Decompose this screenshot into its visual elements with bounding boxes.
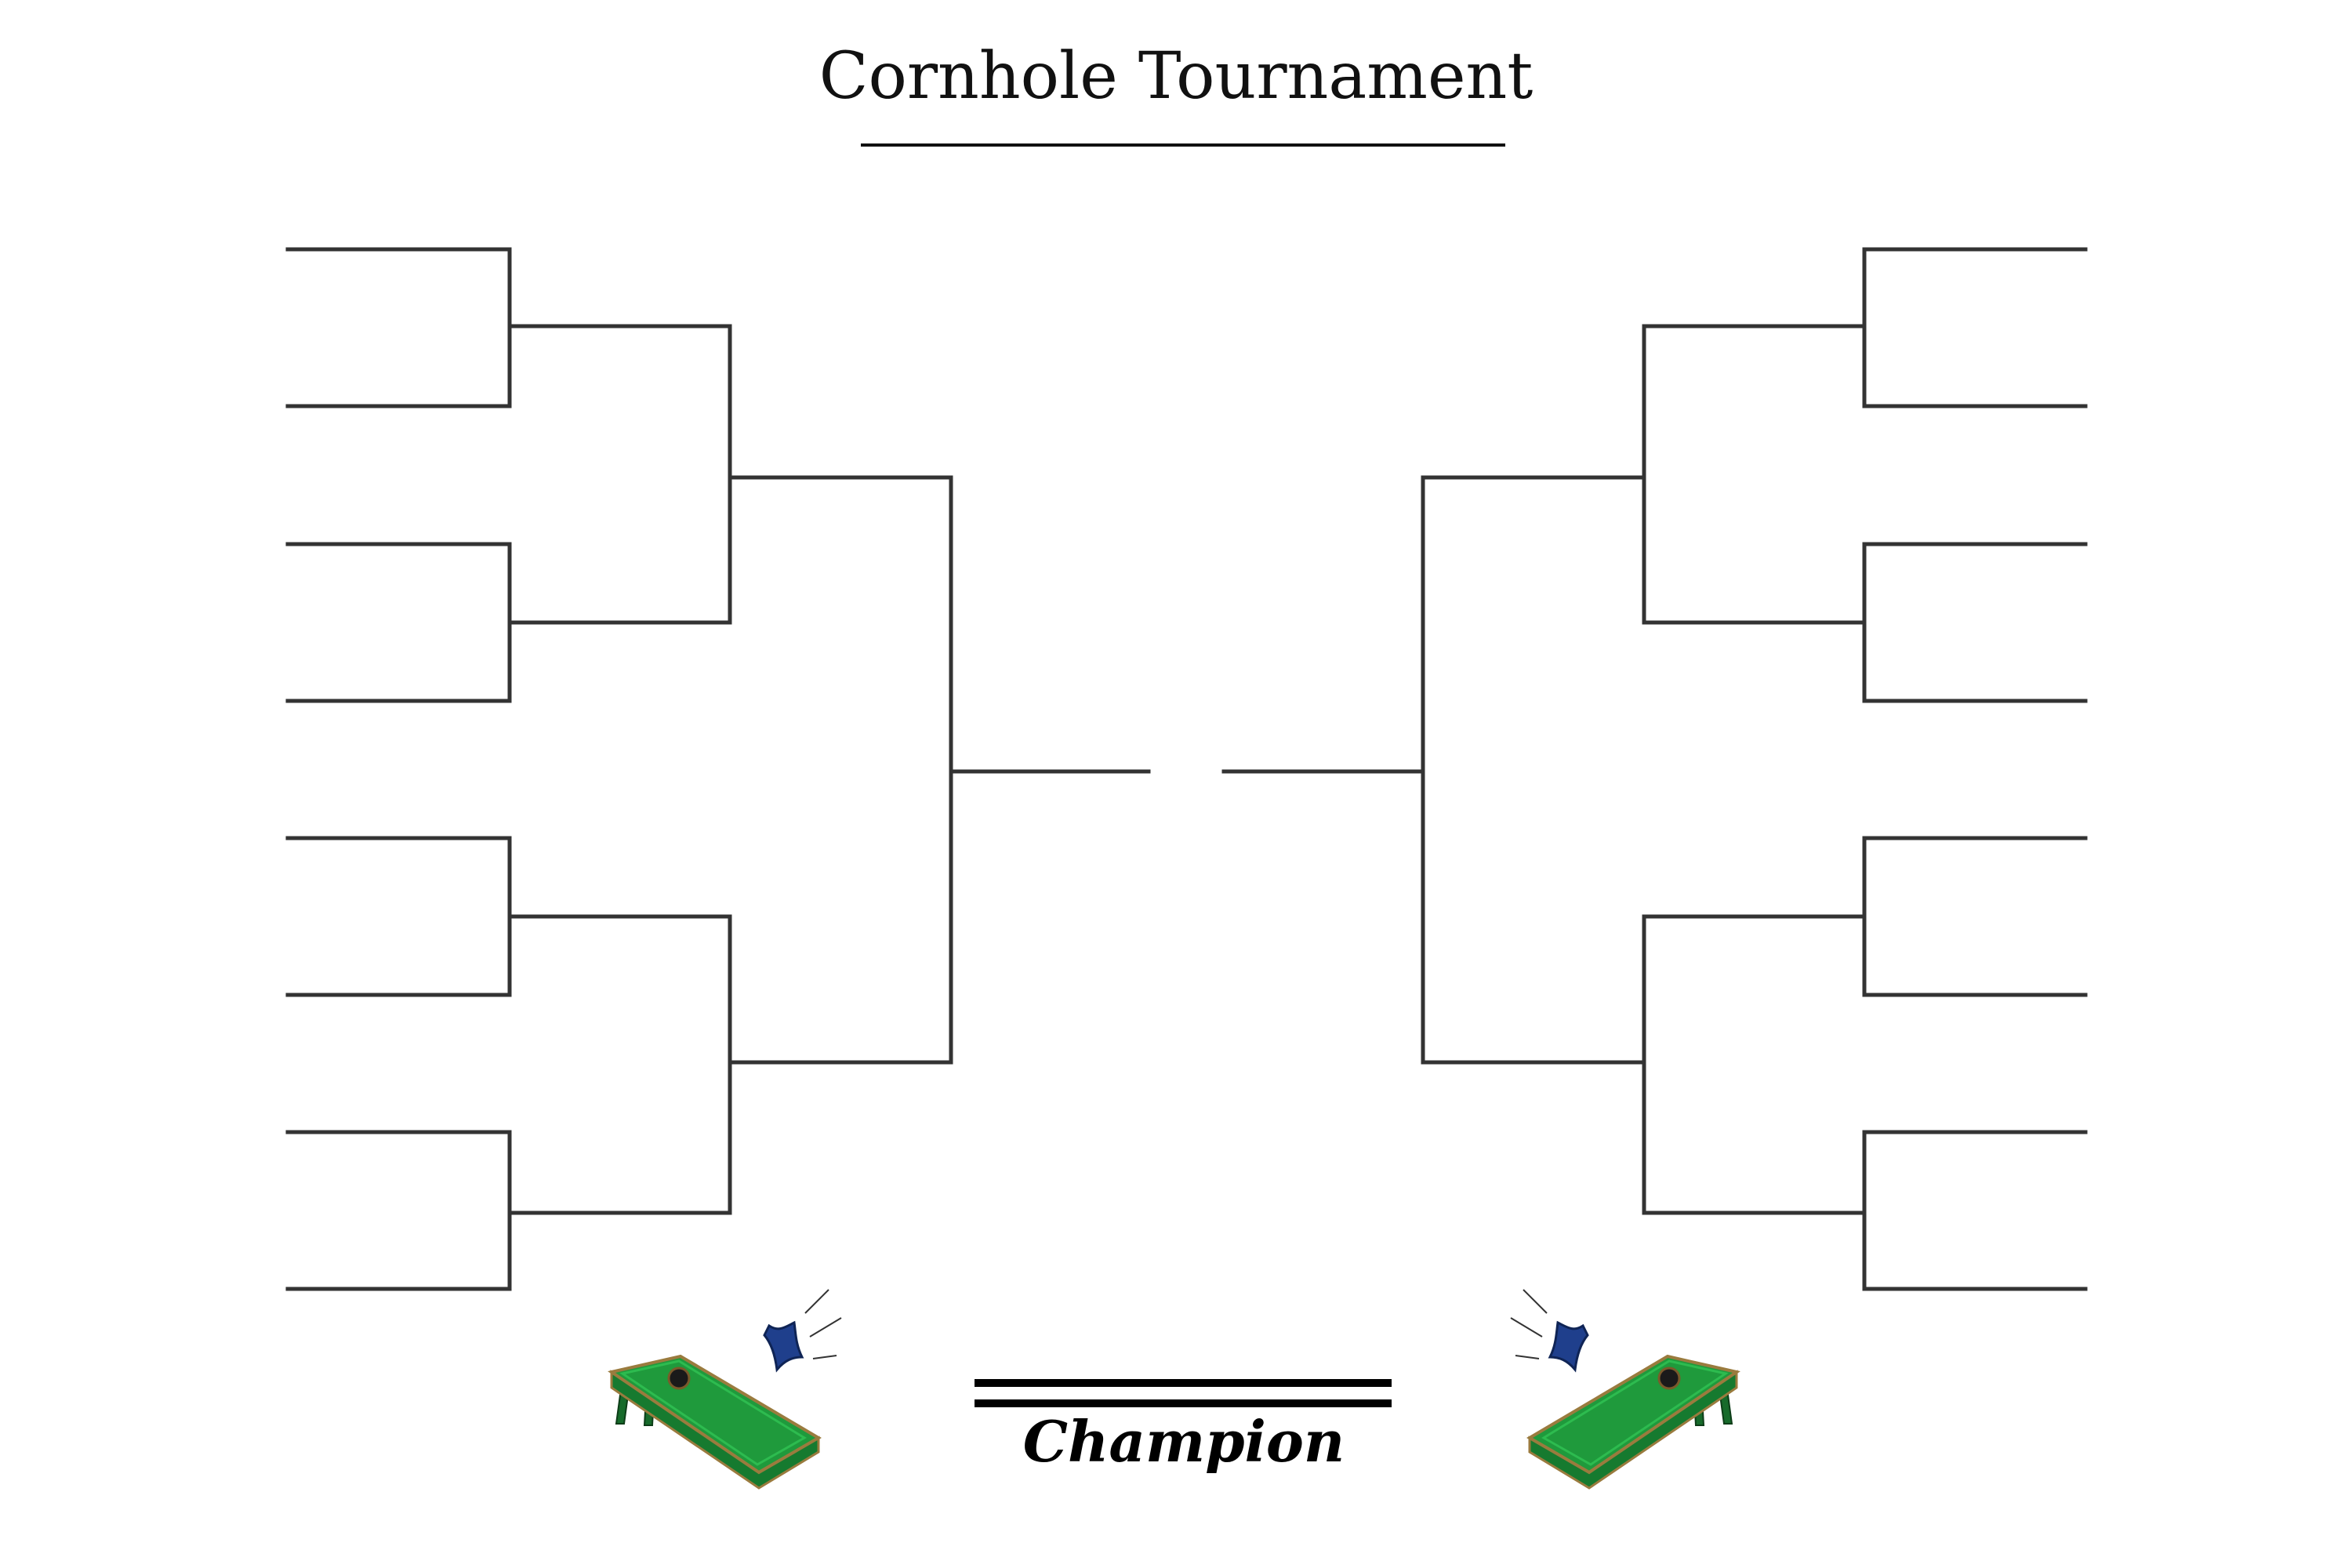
right-round2-matches bbox=[1642, 324, 1867, 1215]
title-underline bbox=[861, 143, 1505, 147]
right-final bbox=[1421, 475, 1646, 1065]
left-match-3 bbox=[285, 836, 512, 997]
beanbag-icon-left bbox=[763, 1289, 842, 1373]
champion-lines bbox=[975, 1379, 1392, 1407]
right-match-3 bbox=[1862, 836, 2088, 997]
right-semi-1 bbox=[1642, 324, 1867, 625]
left-match-1 bbox=[285, 247, 512, 408]
left-round1-matches bbox=[285, 247, 512, 1291]
right-match-1 bbox=[1862, 247, 2088, 408]
left-final bbox=[728, 475, 953, 1065]
champion-label: Champion bbox=[1022, 1408, 1345, 1475]
beanbag-icon-right bbox=[1510, 1289, 1589, 1373]
left-round2-matches bbox=[507, 324, 732, 1215]
left-match-4 bbox=[285, 1130, 512, 1291]
left-semi-1 bbox=[507, 324, 732, 625]
right-match-2 bbox=[1862, 542, 2088, 703]
right-match-4 bbox=[1862, 1130, 2088, 1291]
left-semi-2 bbox=[507, 914, 732, 1215]
cornhole-board-icon-left bbox=[608, 1354, 822, 1490]
cornhole-board-icon-right bbox=[1526, 1354, 1740, 1490]
page-title: Cornhole Tournament bbox=[818, 39, 1534, 114]
right-round1-matches bbox=[1862, 247, 2088, 1291]
right-semi-2 bbox=[1642, 914, 1867, 1215]
left-match-2 bbox=[285, 542, 512, 703]
